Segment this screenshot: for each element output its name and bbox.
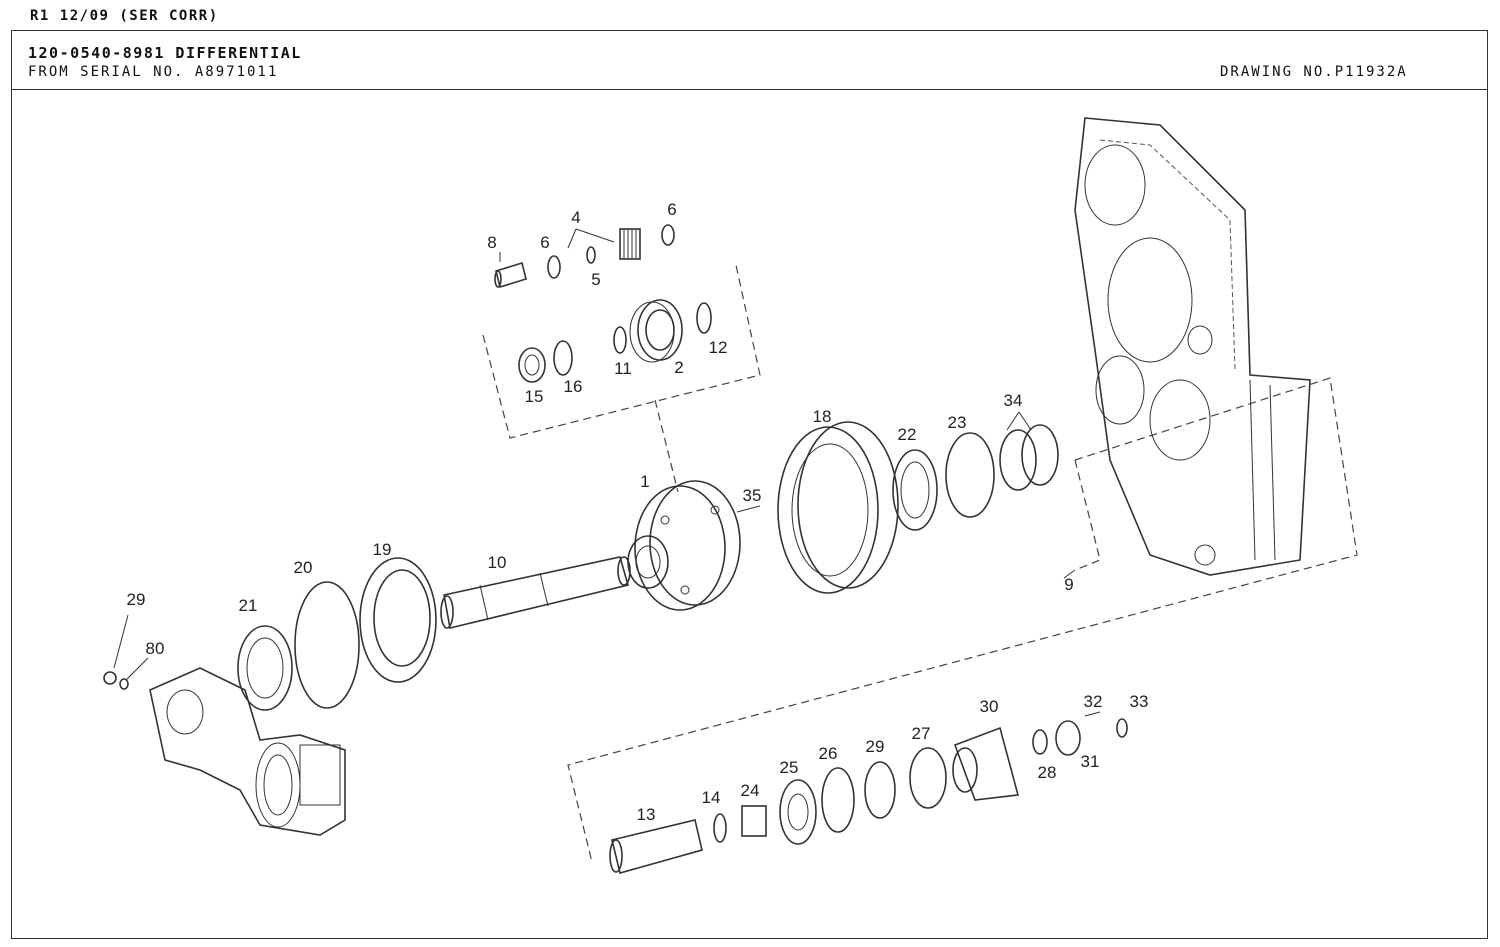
leader-lines: [113, 228, 1076, 681]
drawing-number: DRAWING NO.P11932A: [1220, 64, 1408, 80]
o-ring-28: [1032, 729, 1048, 755]
callout-30: 30: [980, 697, 999, 716]
lock-plate-33: [1116, 718, 1128, 738]
revision-note: R1 12/09 (SER CORR): [30, 8, 219, 24]
planet-group-outline: [482, 264, 761, 493]
axle-housing: [103, 667, 346, 836]
ring-gear-18: [777, 421, 899, 594]
transmission-housing: [1074, 117, 1311, 576]
callout-12: 12: [709, 338, 728, 357]
drawing-frame: [11, 30, 1488, 939]
bolt-35: [736, 505, 761, 513]
callout-4: 4: [571, 208, 580, 227]
thrust-washer-6b: [661, 224, 675, 246]
snap-ring-23: [945, 432, 995, 518]
header-divider: [11, 89, 1488, 90]
drawing-title: 120-0540-8981 DIFFERENTIAL: [28, 44, 302, 62]
callout-19: 19: [373, 540, 392, 559]
snap-ring-20: [294, 581, 360, 709]
spacer-24: [741, 805, 767, 837]
bearing-cup-29: [864, 761, 896, 819]
bolt-32: [1084, 711, 1101, 717]
callout-27: 27: [912, 724, 931, 743]
callout-29b: 29: [866, 737, 885, 756]
yoke-30: [952, 726, 1020, 801]
callout-22: 22: [898, 425, 917, 444]
callout-labels: 1 2 4 5 6 6 8 9 10 11 12 13 14 15 16 18 …: [127, 200, 1149, 824]
bearing-cup-21: [237, 625, 293, 711]
callout-28: 28: [1038, 763, 1057, 782]
bearing-22: [892, 449, 938, 531]
snap-ring-12: [696, 302, 712, 334]
needle-bearing-4: [619, 228, 641, 260]
callout-29a: 29: [127, 590, 146, 609]
callout-33: 33: [1130, 692, 1149, 711]
callout-2: 2: [674, 358, 683, 377]
bearing-15: [518, 347, 546, 383]
snap-ring-16: [553, 340, 573, 376]
callout-32: 32: [1084, 692, 1103, 711]
callout-14: 14: [702, 788, 721, 807]
serial-range: FROM SERIAL NO. A8971011: [28, 64, 279, 80]
callout-18: 18: [813, 407, 832, 426]
callout-21: 21: [239, 596, 258, 615]
callout-9: 9: [1064, 575, 1073, 594]
callout-35: 35: [743, 486, 762, 505]
callout-34: 34: [1004, 391, 1023, 410]
spacer-5: [586, 246, 596, 264]
callout-6b: 6: [667, 200, 676, 219]
callout-24: 24: [741, 781, 760, 800]
callout-11: 11: [614, 359, 632, 378]
shim-34b: [1021, 424, 1059, 486]
snap-ring-26: [821, 767, 855, 833]
bearing-retainer-19: [359, 557, 437, 683]
planet-gear-2: [629, 299, 683, 363]
snap-ring-11: [613, 326, 627, 354]
output-shaft-13: [609, 819, 703, 874]
planet-pin: [494, 261, 527, 289]
retainer-plate-31: [1055, 720, 1081, 756]
thrust-washer-6a: [547, 255, 561, 279]
callout-16: 16: [564, 377, 583, 396]
callout-80: 80: [146, 639, 165, 658]
bearing-25: [779, 779, 817, 845]
snap-ring-14: [713, 813, 727, 843]
callout-15: 15: [525, 387, 544, 406]
input-shaft-10: [440, 556, 631, 629]
planet-carrier-1: [627, 480, 741, 611]
callout-10: 10: [488, 553, 507, 572]
output-group-outline: [567, 377, 1358, 863]
callout-23: 23: [948, 413, 967, 432]
callout-1: 1: [640, 472, 649, 491]
shim-34a: [999, 429, 1037, 491]
callout-6a: 6: [540, 233, 549, 252]
callout-31: 31: [1081, 752, 1100, 771]
seal-27: [909, 747, 947, 809]
callout-20: 20: [294, 558, 313, 577]
callout-8: 8: [487, 233, 496, 252]
callout-25: 25: [780, 758, 799, 777]
callout-5: 5: [591, 270, 600, 289]
callout-13: 13: [637, 805, 656, 824]
callout-26: 26: [819, 744, 838, 763]
